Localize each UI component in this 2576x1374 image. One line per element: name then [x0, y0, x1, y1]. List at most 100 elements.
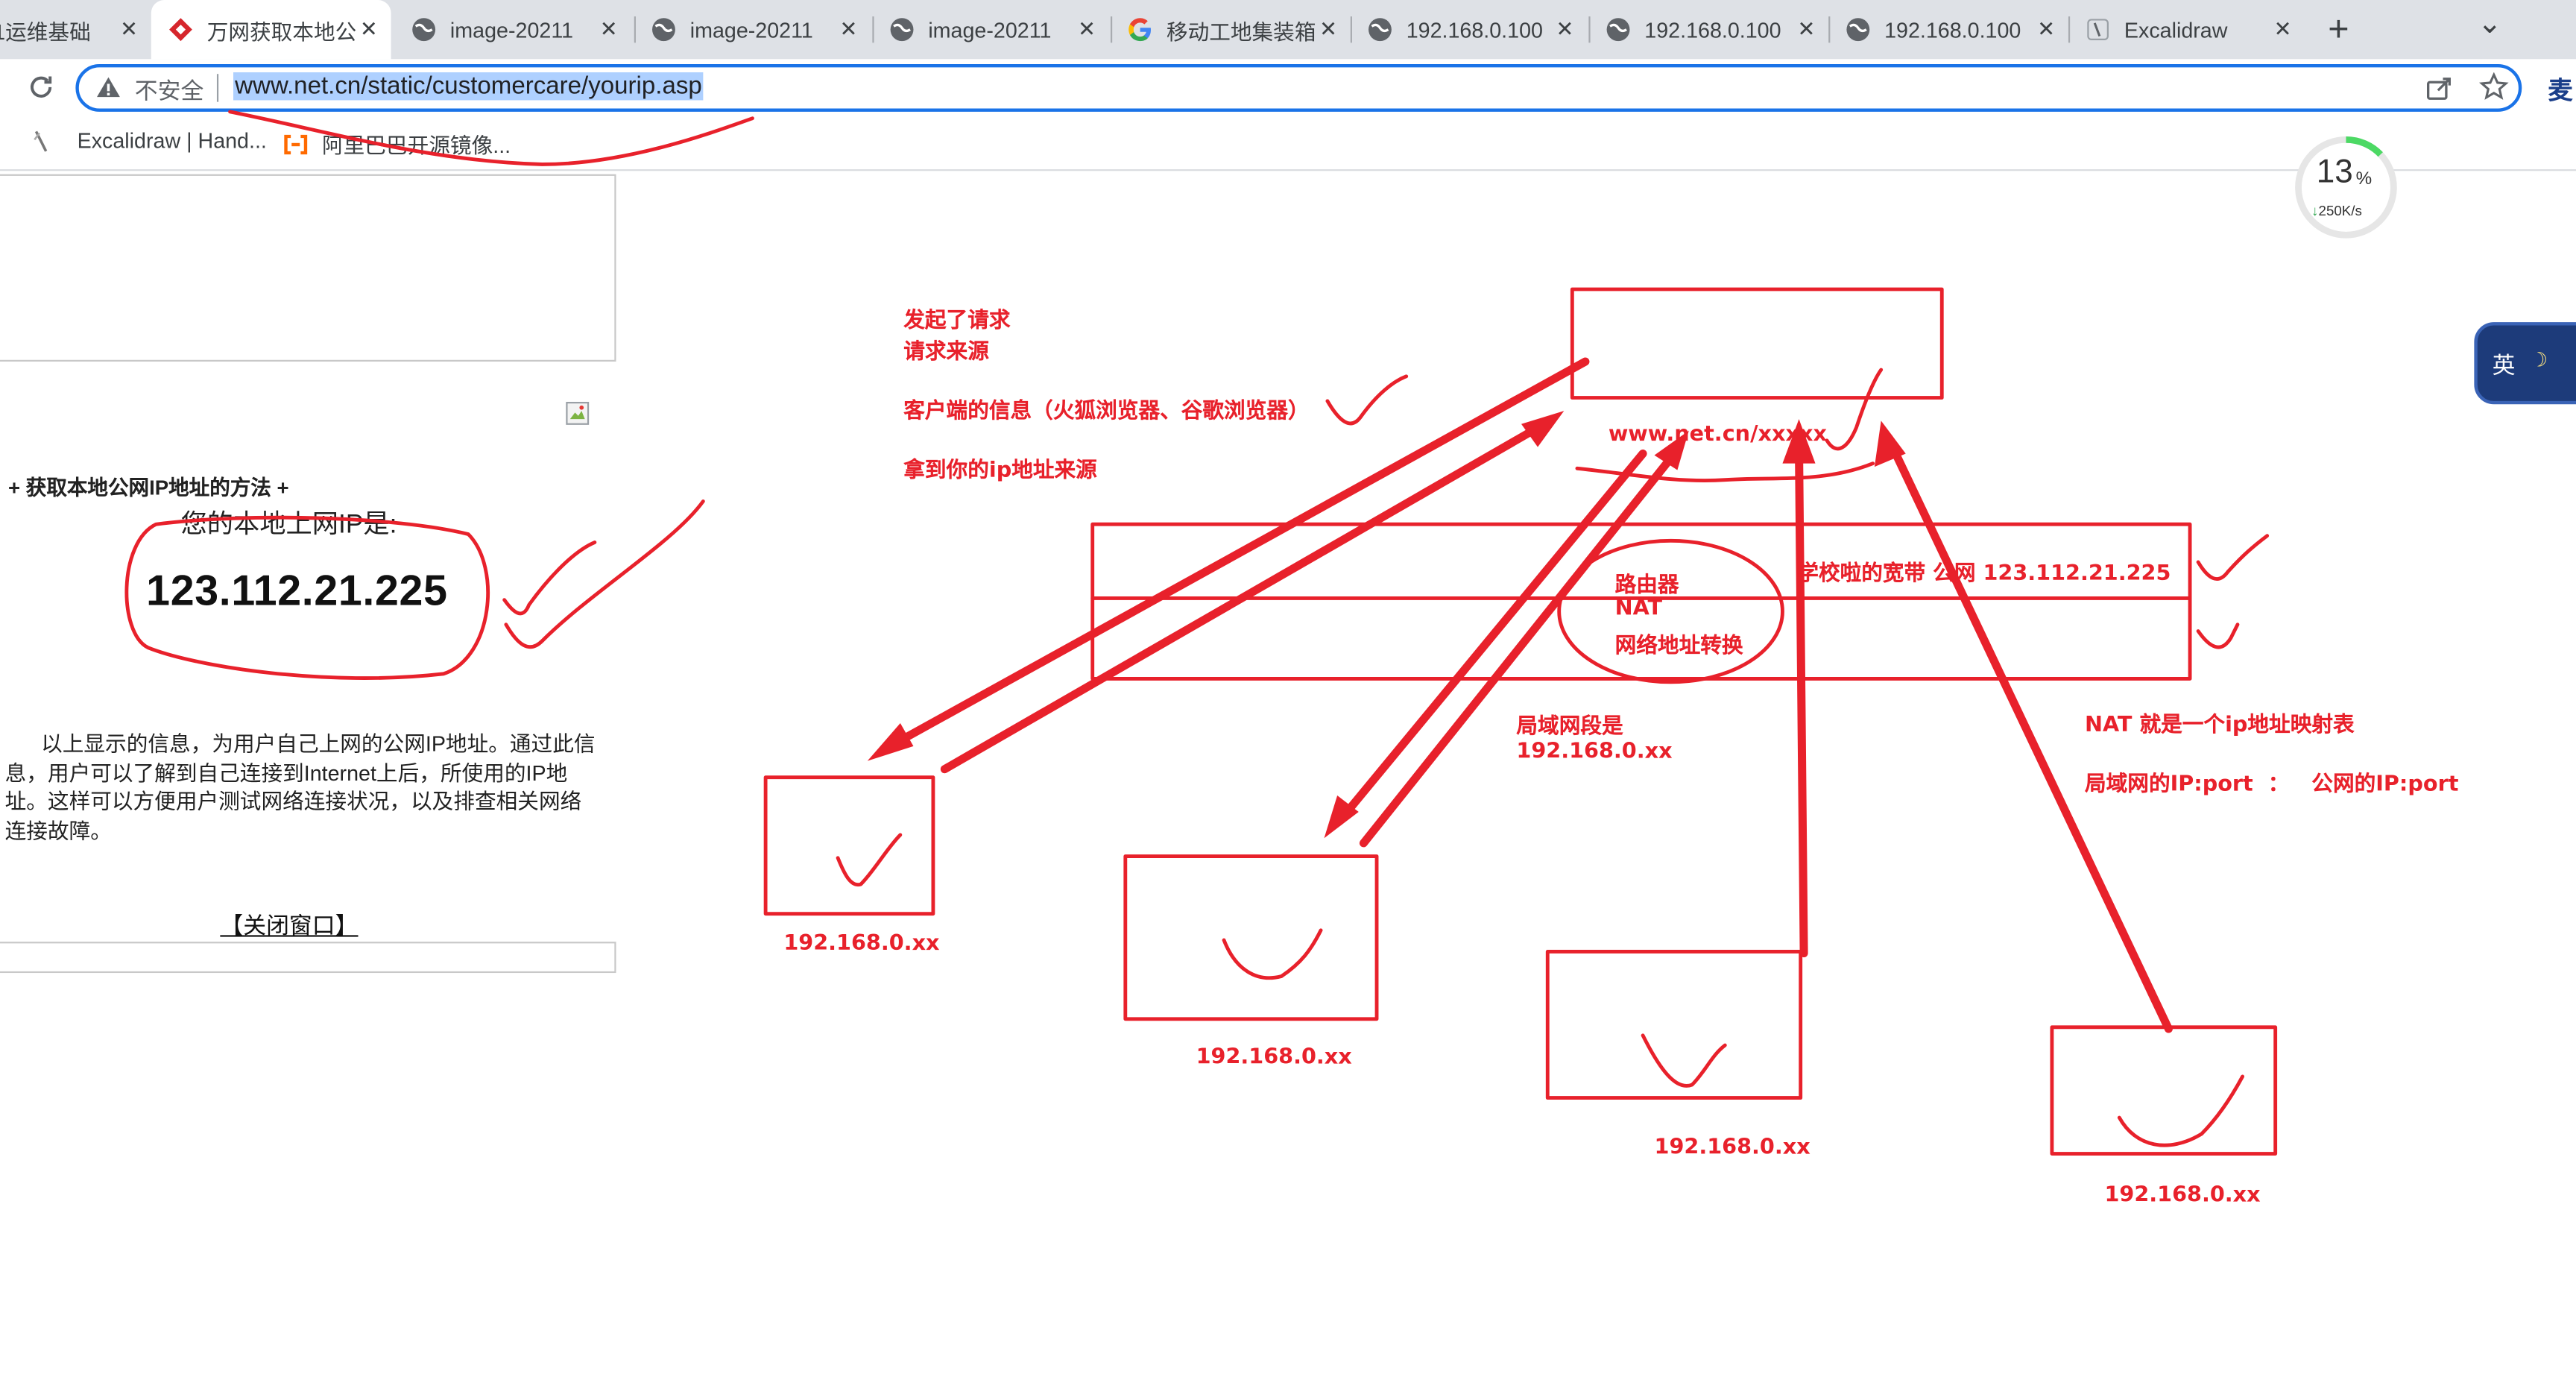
annotation-nat-definition: NAT 就是一个ip地址映射表	[2085, 713, 2355, 738]
host-box	[2050, 1025, 2278, 1156]
globe-icon	[651, 16, 677, 42]
arrow-head	[1874, 420, 1906, 467]
tab-image-1[interactable]: image-20211 ✕	[394, 0, 631, 59]
url-text[interactable]: www.net.cn/static/customercare/yourip.as…	[233, 72, 704, 101]
bookmark-excalidraw[interactable]: Excalidraw | Hand...	[30, 128, 267, 153]
globe-icon	[888, 16, 915, 42]
tab-title: 万网获取本地公	[206, 19, 357, 44]
tab-title: image-20211	[689, 17, 813, 42]
tab-title: image-20211	[449, 17, 574, 42]
host-box	[1545, 949, 1803, 1100]
bookmark-label: Excalidraw | Hand...	[77, 127, 267, 154]
check-mark	[1325, 374, 1409, 426]
extension-icon[interactable]: 麦	[2548, 77, 2573, 106]
annotation-request: 发起了请求	[903, 309, 1011, 334]
widget-percent: 13	[2316, 154, 2353, 191]
tab-title: Excalidraw	[2124, 17, 2228, 42]
widget-percent-unit: %	[2355, 169, 2373, 189]
tab-separator	[1828, 16, 1831, 43]
host-box	[763, 775, 935, 916]
tab-ops-basics[interactable]: 1运维基础 ✕	[0, 0, 151, 59]
close-icon[interactable]: ✕	[1797, 16, 1816, 42]
annotation-router: 路由器	[1614, 573, 1679, 599]
ip-description: 以上显示的信息，为用户自己上网的公网IP地址。通过此信息，用户可以了解到自己连接…	[4, 731, 596, 842]
close-icon[interactable]: ✕	[359, 16, 378, 42]
annotation-lan: 局域网段是	[1516, 714, 1623, 740]
excalidraw-icon	[2085, 16, 2111, 42]
check-mark	[1222, 928, 1323, 980]
arrow-shaft	[940, 420, 1549, 774]
globe-icon	[1367, 16, 1393, 42]
tab-wanwang-ip[interactable]: 万网获取本地公 ✕	[151, 0, 391, 60]
server-box	[1570, 287, 1944, 400]
annotation-request-source: 请求来源	[903, 340, 989, 365]
network-speed-widget[interactable]	[2294, 135, 2399, 240]
close-icon[interactable]: ✕	[1556, 16, 1574, 42]
tab-title: image-20211	[928, 17, 1052, 42]
tab-image-3[interactable]: image-20211 ✕	[872, 0, 1108, 59]
close-icon[interactable]: ✕	[839, 16, 858, 42]
close-icon[interactable]: ✕	[1078, 16, 1096, 42]
tab-separator	[1350, 16, 1352, 43]
google-icon	[1127, 16, 1153, 42]
tab-separator	[1110, 16, 1113, 43]
close-window-link[interactable]: 【关闭窗口】	[220, 912, 359, 939]
check-mark	[502, 541, 597, 616]
star-icon[interactable]	[2479, 72, 2509, 102]
annotation-lan-range: 192.168.0.xx	[1516, 740, 1673, 765]
arrow-head	[1654, 430, 1689, 470]
tab-image-2[interactable]: image-20211 ✕	[634, 0, 871, 59]
arrow-head	[867, 722, 914, 761]
aliyun-icon	[282, 133, 309, 154]
warning-icon[interactable]	[95, 75, 121, 98]
ad-frame	[0, 174, 616, 362]
tab-search-chevron-icon[interactable]: ⌄	[2477, 6, 2503, 40]
tab-title: 1运维基础	[0, 19, 91, 44]
omnibox-divider	[216, 74, 219, 102]
check-mark	[2117, 1074, 2245, 1147]
annotation-nat-desc: 网络地址转换	[1614, 634, 1743, 660]
check-mark	[1641, 1033, 1727, 1088]
widget-speed-value: 250K/s	[2318, 202, 2362, 219]
arrow-head	[1324, 795, 1359, 839]
tab-excalidraw[interactable]: Excalidraw ✕	[2068, 0, 2305, 59]
ime-label: 英	[2492, 351, 2516, 379]
ip-circle	[124, 515, 490, 680]
close-icon[interactable]: ✕	[2037, 16, 2056, 42]
close-icon[interactable]: ✕	[1319, 16, 1338, 42]
host-box	[1123, 854, 1379, 1021]
tab-separator	[1588, 16, 1591, 43]
check-mark	[836, 833, 903, 887]
share-icon[interactable]	[2425, 74, 2455, 104]
arrow-shaft	[1334, 449, 1647, 826]
ip-value: 123.112.21.225	[146, 565, 448, 615]
new-tab-button[interactable]: +	[2328, 8, 2349, 50]
close-icon[interactable]: ✕	[2273, 16, 2292, 42]
annotation-client-info: 客户端的信息（火狐浏览器、谷歌浏览器）	[903, 399, 1310, 424]
arrow-shaft	[1888, 443, 2173, 1033]
tab-title: 192.168.0.100	[1406, 17, 1543, 42]
tab-title: 192.168.0.100	[1884, 17, 2021, 42]
tab-192-2[interactable]: 192.168.0.100 ✕	[1588, 0, 1828, 59]
tab-container[interactable]: 移动工地集装箱 ✕	[1111, 0, 1351, 59]
close-icon[interactable]: ✕	[120, 16, 139, 42]
host-label: 192.168.0.xx	[783, 931, 940, 957]
ime-indicator[interactable]	[2474, 322, 2576, 405]
page-heading: + 获取本地公网IP地址的方法 +	[8, 476, 289, 500]
close-icon[interactable]: ✕	[599, 16, 618, 42]
check-mark	[1825, 368, 1884, 451]
annotation-nat: NAT	[1614, 596, 1663, 622]
annotation-ip-source: 拿到你的ip地址来源	[903, 458, 1097, 484]
check-mark	[504, 499, 705, 649]
download-arrow-icon: ↓	[2311, 202, 2319, 219]
tab-192-3[interactable]: 192.168.0.100 ✕	[1828, 0, 2068, 59]
annotation-broadband: 学校啦的宽带 公网 123.112.21.225	[1797, 561, 2171, 587]
bookmarks-bar	[0, 118, 2576, 171]
tab-192-1[interactable]: 192.168.0.100 ✕	[1351, 0, 1587, 59]
security-label[interactable]: 不安全	[134, 77, 204, 104]
bookmark-aliyun-mirror[interactable]: 阿里巴巴开源镜像...	[282, 128, 511, 160]
reload-icon[interactable]	[25, 71, 57, 104]
arrow-shaft	[883, 357, 1590, 752]
